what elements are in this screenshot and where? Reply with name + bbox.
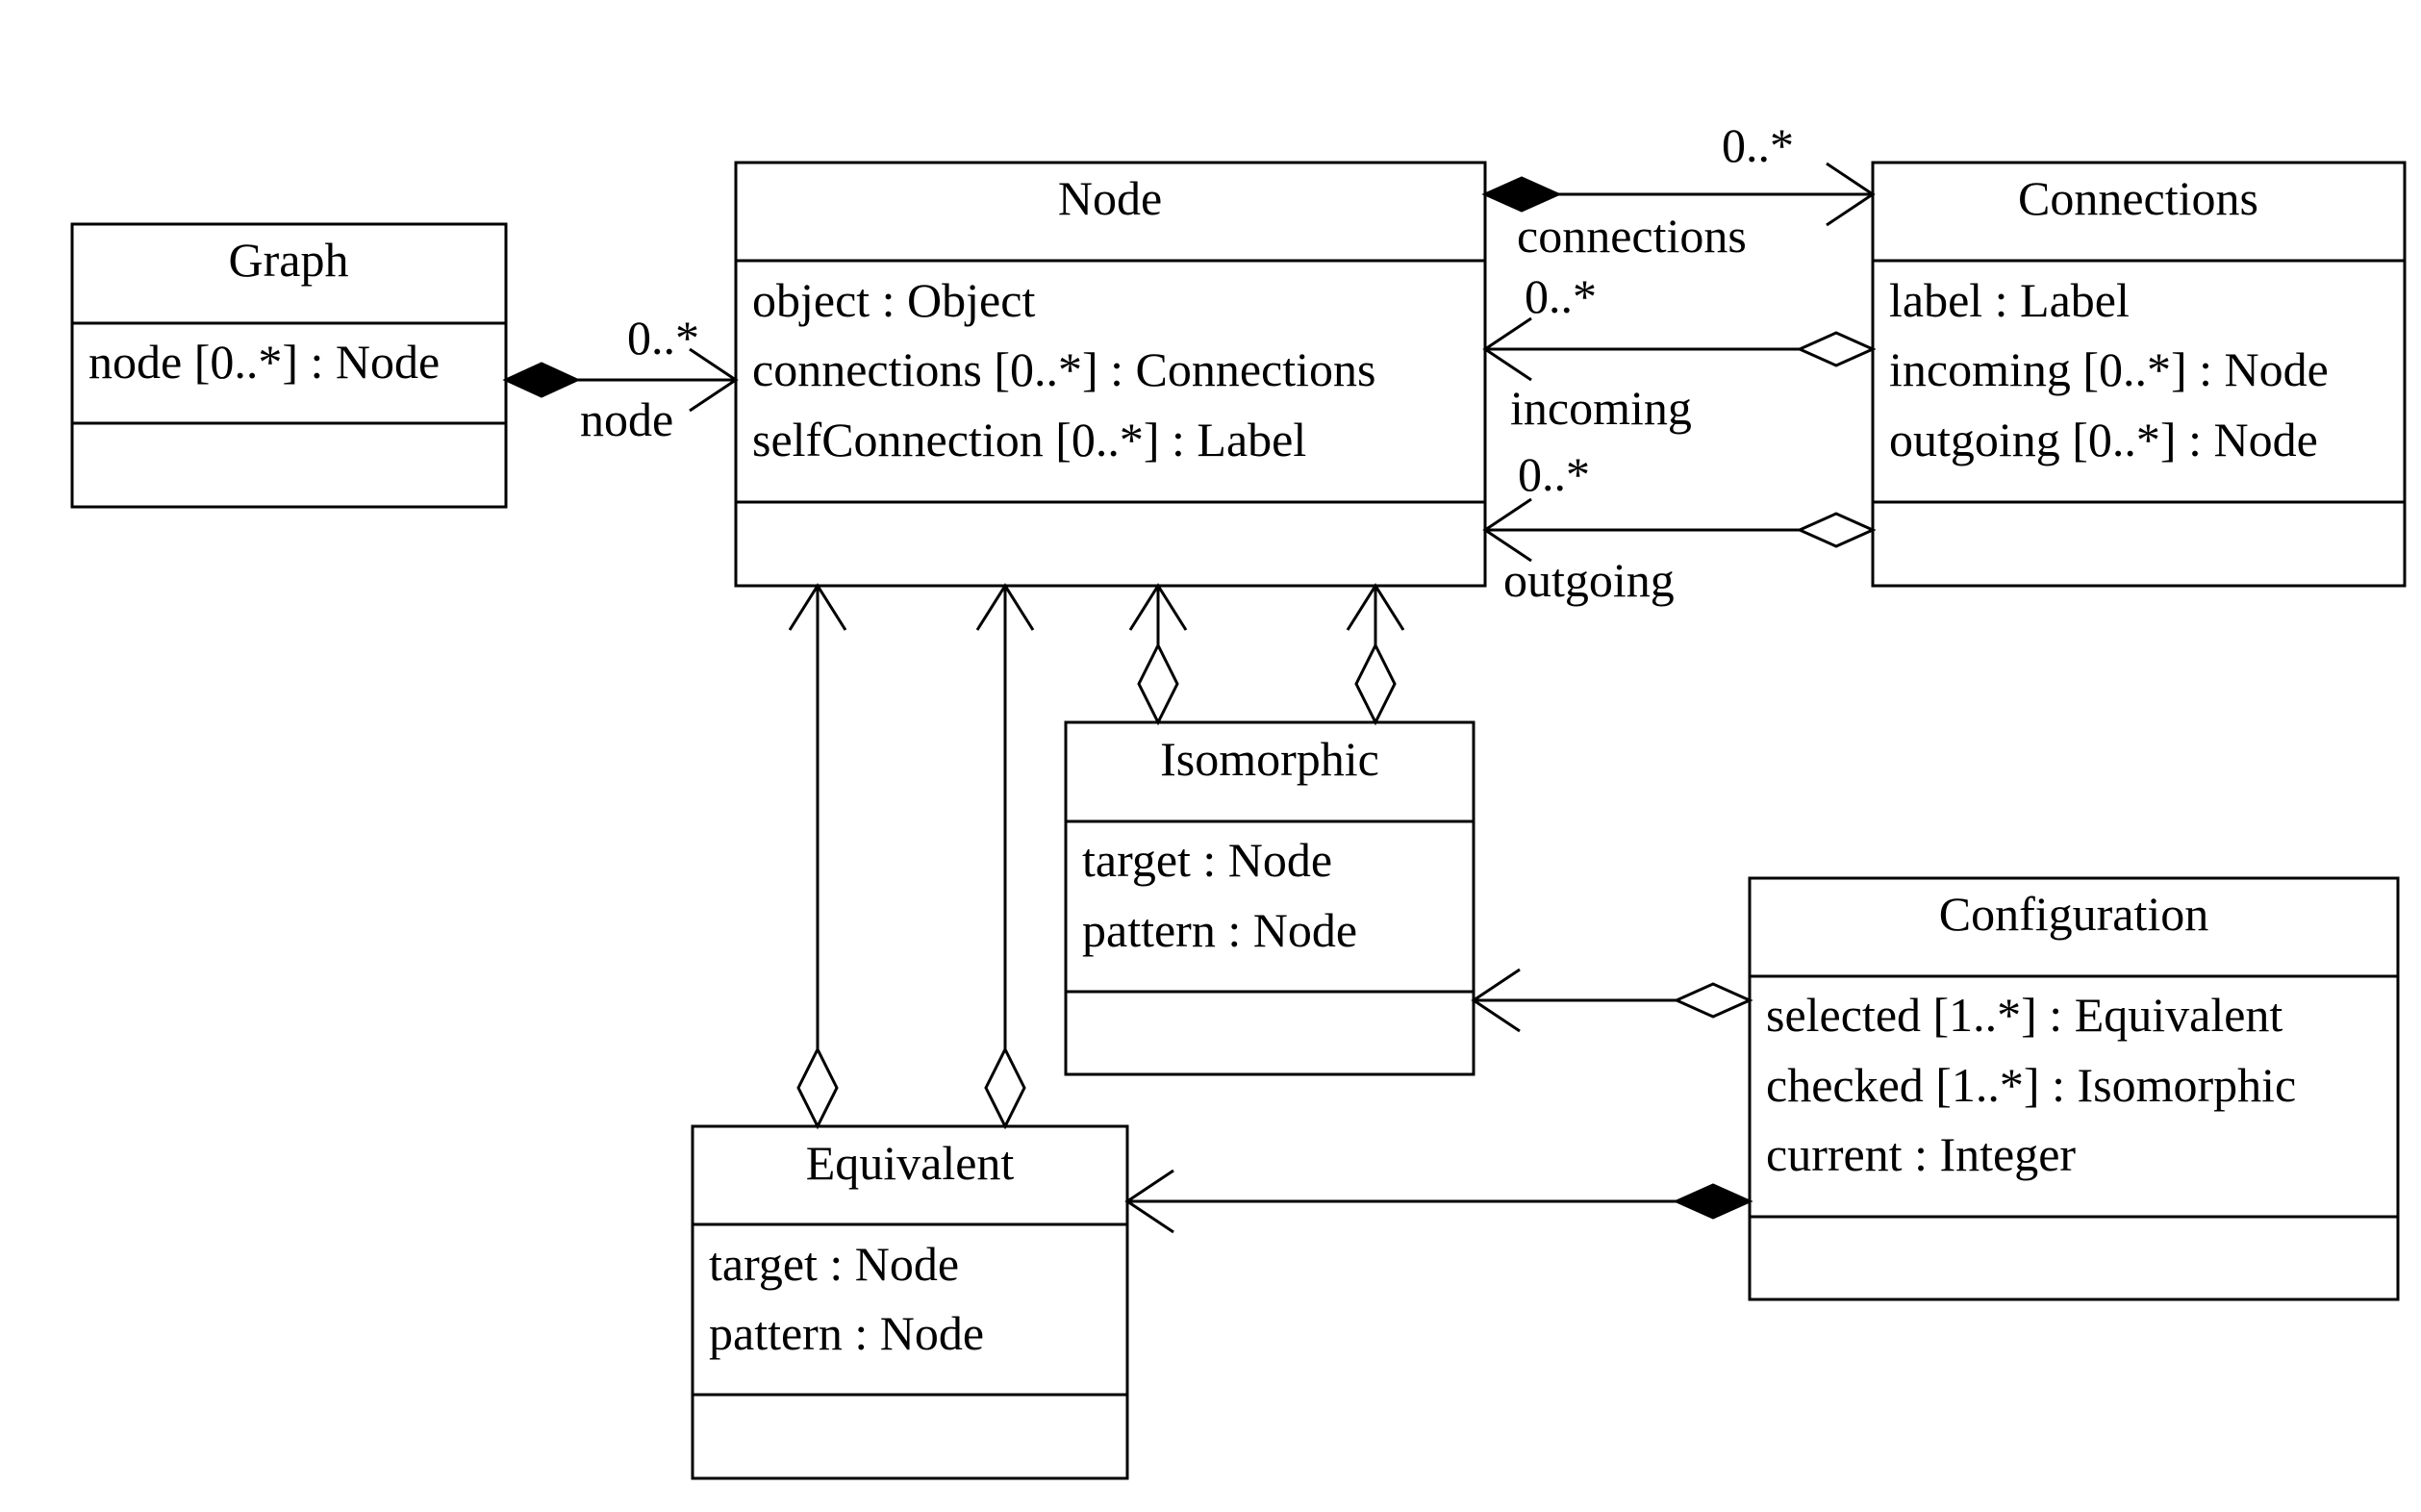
isomorphic-node-arrowhead-2 (1346, 583, 1405, 631)
equivalent-box (691, 1124, 1129, 1480)
equivalent-node-diamond-1 (796, 1046, 839, 1130)
class-node: Node object : Object connections [0..*] … (734, 161, 1487, 588)
isomorphic-box (1064, 720, 1475, 1076)
isomorphic-title: Isomorphic (1160, 732, 1379, 786)
node-connections-composition-diamond (1481, 176, 1562, 213)
graph-attr-1: node [0..*] : Node (88, 335, 440, 389)
connections-attr-2: incoming [0..*] : Node (1889, 342, 2329, 396)
equivalent-attr-1: target : Node (709, 1237, 959, 1291)
assoc-connections-outgoing: 0..* outgoing (1482, 447, 1877, 607)
configuration-attr-2: checked [1..*] : Isomorphic (1766, 1058, 2296, 1112)
graph-title: Graph (229, 233, 349, 287)
isomorphic-node-diamond-2 (1354, 642, 1397, 726)
incoming-arrowhead (1482, 316, 1532, 382)
assoc-node-connections: 0..* connections (1481, 118, 1876, 263)
equivalent-node-arrowhead-2 (975, 583, 1035, 631)
isomorphic-node-diamond-1 (1137, 642, 1179, 726)
class-isomorphic: Isomorphic target : Node pattern : Node (1064, 720, 1475, 1076)
graph-node-composition-diamond (502, 362, 581, 398)
outgoing-role: outgoing (1503, 553, 1675, 607)
graph-node-role: node (580, 392, 673, 446)
class-connections: Connections label : Label incoming [0..*… (1871, 161, 2407, 588)
configuration-title: Configuration (1939, 887, 2209, 941)
node-attr-3: selfConnection [0..*] : Label (752, 413, 1306, 466)
graph-node-arrowhead (689, 347, 739, 413)
node-attr-2: connections [0..*] : Connections (752, 342, 1376, 396)
node-connections-role: connections (1517, 209, 1747, 263)
incoming-aggregation-diamond (1796, 331, 1877, 367)
connections-attr-1: label : Label (1889, 273, 2130, 327)
configuration-equivalent-diamond (1673, 1183, 1753, 1220)
connections-attr-3: outgoing [0..*] : Node (1889, 413, 2318, 466)
assoc-configuration-equivalent (1124, 1169, 1753, 1234)
assoc-graph-node: 0..* node (502, 311, 739, 446)
assoc-equivalent-node (788, 583, 1035, 1130)
isomorphic-attr-2: pattern : Node (1082, 903, 1357, 957)
configuration-isomorphic-arrowhead (1471, 968, 1521, 1033)
incoming-role: incoming (1510, 381, 1692, 435)
equivalent-title: Equivalent (806, 1136, 1015, 1190)
configuration-isomorphic-diamond (1673, 982, 1753, 1019)
node-attr-1: object : Object (752, 273, 1035, 327)
node-box (734, 161, 1487, 588)
equivalent-node-arrowhead-1 (788, 583, 847, 631)
isomorphic-attr-1: target : Node (1082, 833, 1332, 887)
outgoing-aggregation-diamond (1796, 512, 1877, 548)
configuration-attr-1: selected [1..*] : Equivalent (1766, 988, 2282, 1042)
outgoing-arrowhead (1482, 497, 1532, 563)
assoc-isomorphic-node (1128, 583, 1405, 726)
configuration-box (1748, 876, 2400, 1301)
outgoing-multiplicity: 0..* (1518, 447, 1590, 501)
configuration-attr-3: current : Integer (1766, 1127, 2076, 1181)
class-graph: Graph node [0..*] : Node (70, 222, 508, 509)
configuration-equivalent-arrowhead (1124, 1169, 1174, 1234)
node-title: Node (1058, 171, 1162, 225)
assoc-configuration-isomorphic (1471, 968, 1753, 1033)
connections-title: Connections (2018, 171, 2258, 225)
node-connections-arrowhead (1826, 162, 1876, 227)
equivalent-node-diamond-2 (984, 1046, 1026, 1130)
equivalent-attr-2: pattern : Node (709, 1306, 984, 1360)
node-connections-multiplicity: 0..* (1722, 118, 1794, 172)
connections-box (1871, 161, 2407, 588)
incoming-multiplicity: 0..* (1525, 269, 1597, 323)
class-configuration: Configuration selected [1..*] : Equivale… (1748, 876, 2400, 1301)
graph-box (70, 222, 508, 509)
isomorphic-node-arrowhead-1 (1128, 583, 1188, 631)
class-equivalent: Equivalent target : Node pattern : Node (691, 1124, 1129, 1480)
assoc-connections-incoming: 0..* incoming (1482, 269, 1877, 435)
graph-node-multiplicity: 0..* (627, 311, 699, 365)
